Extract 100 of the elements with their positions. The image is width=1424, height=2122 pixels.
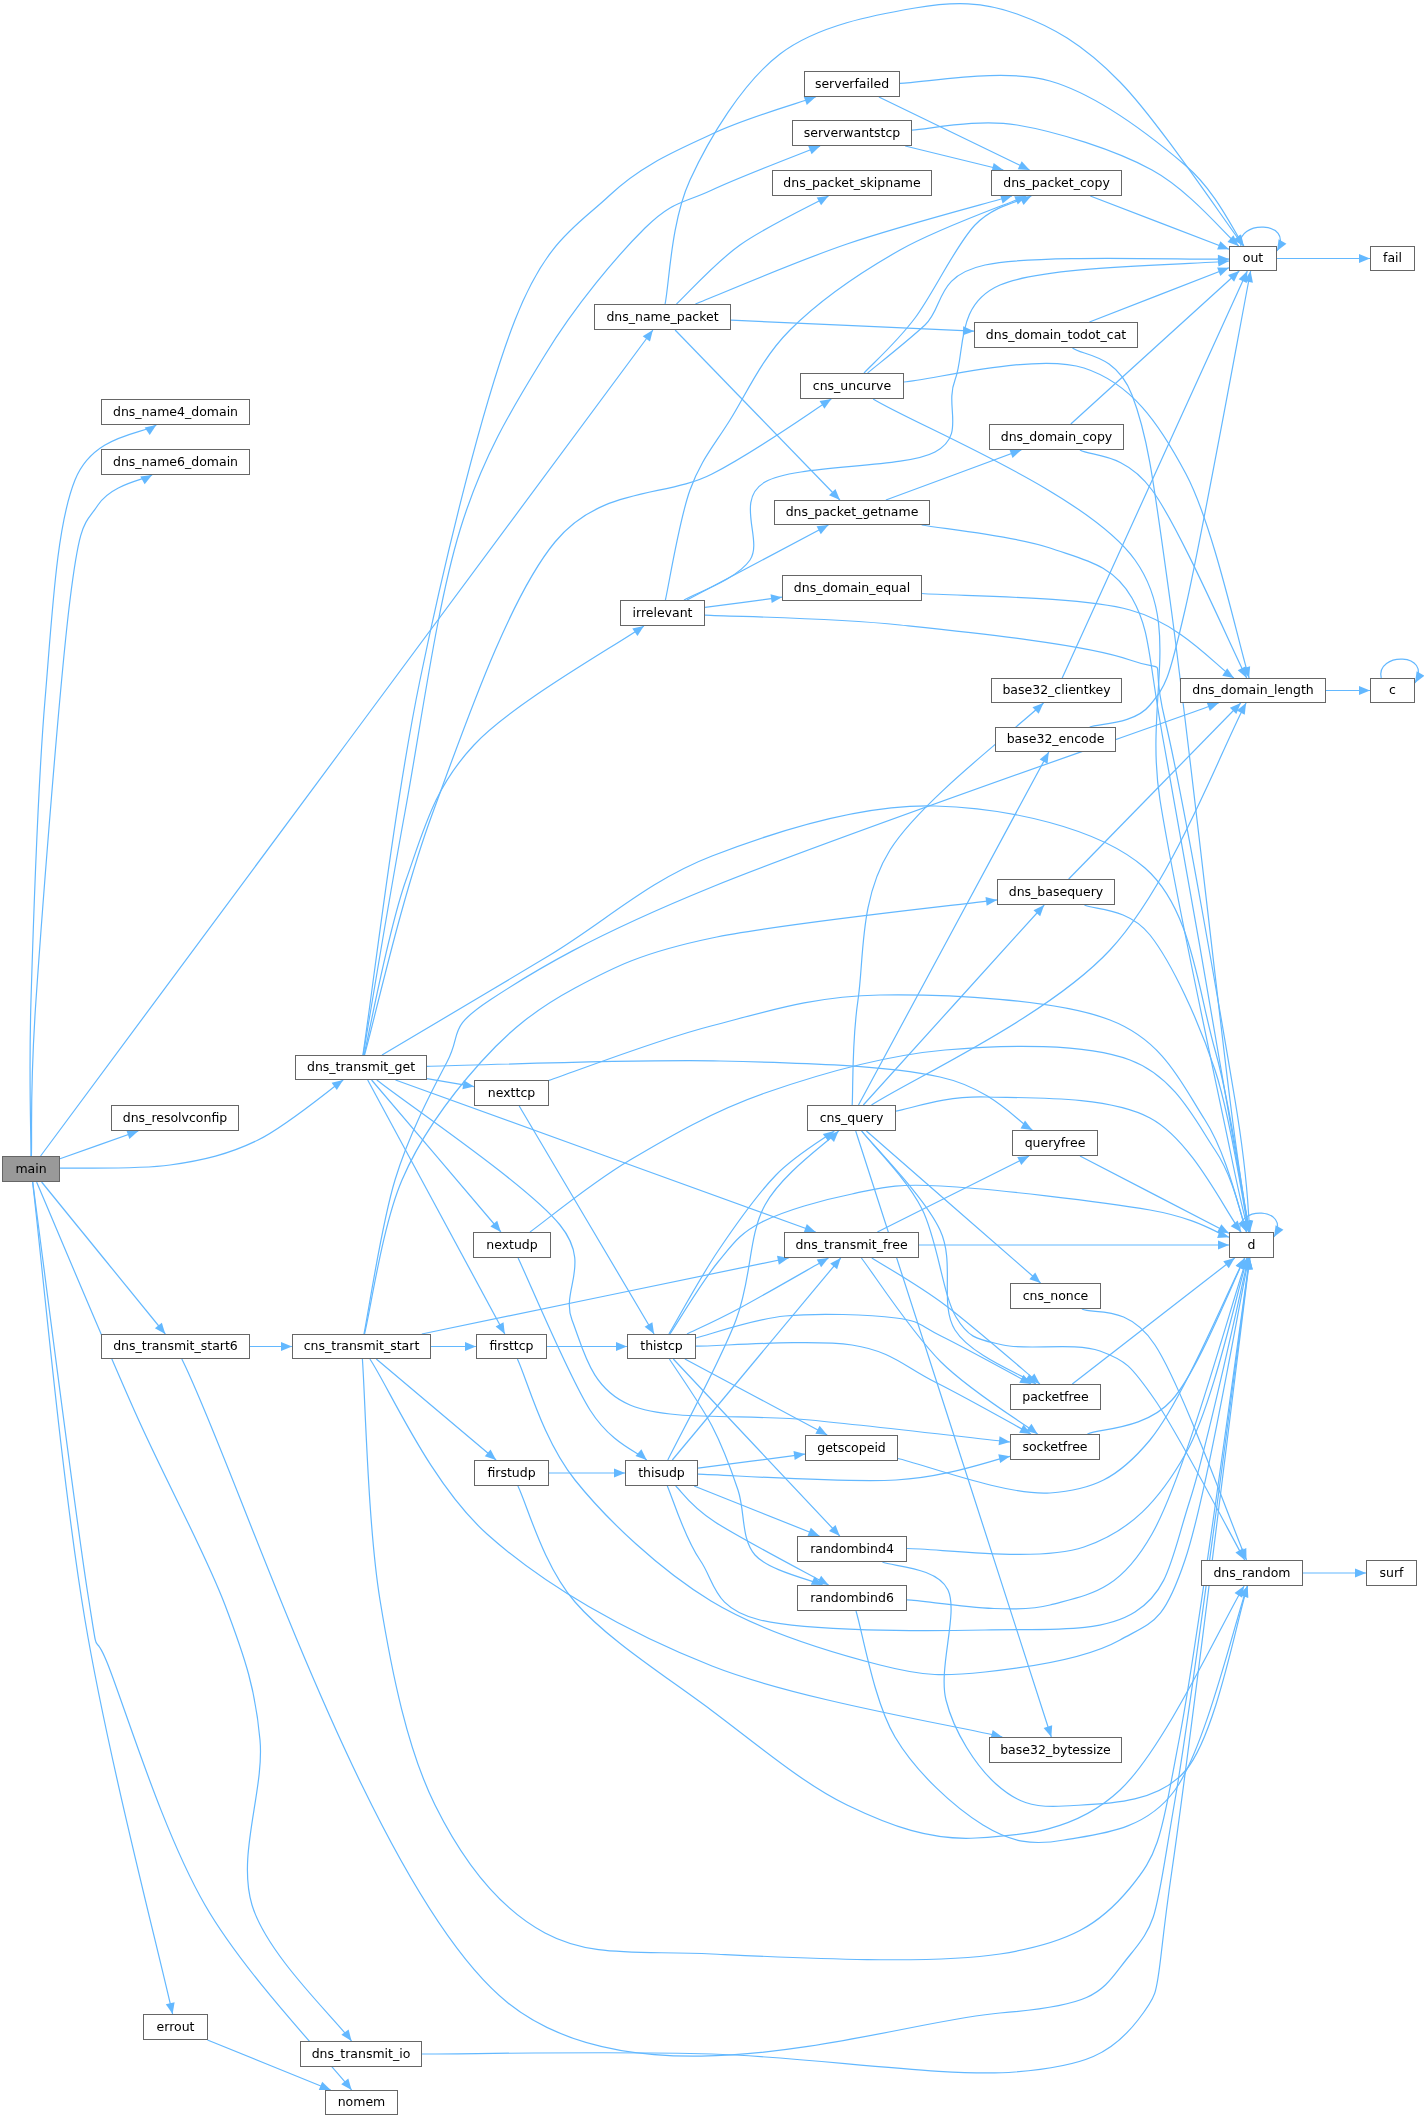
call-arrow <box>363 625 645 1056</box>
call-arrow <box>855 1130 1053 1738</box>
function-box: dns_transmit_get <box>295 1055 427 1080</box>
call-arrow <box>59 1079 344 1169</box>
function-box: nexttcp <box>474 1080 549 1106</box>
call-arrow <box>906 1257 1248 1610</box>
function-box: dns_name_packet <box>594 304 731 330</box>
call-arrow <box>249 1342 293 1351</box>
call-arrow <box>675 195 830 305</box>
call-arrow <box>666 1257 1251 1632</box>
call-arrow <box>206 2039 332 2091</box>
function-box: cns_nonce <box>1010 1283 1101 1309</box>
call-arrow <box>1079 449 1248 679</box>
call-arrow <box>1089 270 1253 728</box>
call-arrow <box>394 1079 817 1233</box>
call-arrow <box>668 1130 835 1335</box>
function-box: dns_resolvconfip <box>111 1105 239 1131</box>
call-arrow <box>363 398 832 1056</box>
call-arrow <box>1325 686 1371 695</box>
call-arrow <box>704 594 783 608</box>
call-arrow <box>667 1130 840 1461</box>
call-arrow <box>857 751 1050 1106</box>
call-arrow <box>693 1485 820 1537</box>
call-arrow <box>1068 702 1242 880</box>
function-box: dns_basequery <box>997 879 1115 905</box>
call-arrow <box>426 1078 475 1090</box>
call-arrow <box>730 319 975 336</box>
call-arrow <box>1079 1155 1230 1234</box>
call-arrow <box>862 904 1045 1106</box>
call-arrow <box>664 3 1245 305</box>
function-box: dns_name4_domain <box>101 399 250 425</box>
call-arrow <box>903 362 1251 679</box>
call-arrow <box>904 145 1004 172</box>
function-box: base32_clientkey <box>991 678 1122 703</box>
call-arrow <box>375 1358 497 1461</box>
call-arrow <box>871 1257 1041 1385</box>
call-arrow <box>867 254 1230 374</box>
function-box: queryfree <box>1012 1130 1098 1156</box>
call-arrow <box>426 1060 1033 1131</box>
call-arrow <box>895 1096 1242 1233</box>
function-box: out <box>1229 246 1277 271</box>
function-box: dns_transmit_io <box>300 2041 422 2067</box>
call-arrow <box>876 1155 1030 1233</box>
highlighted-function-box: main <box>2 1156 60 1182</box>
call-arrow <box>1089 195 1230 250</box>
function-box: nomem <box>325 2090 398 2115</box>
function-box: errout <box>143 2014 208 2040</box>
function-box: cns_transmit_start <box>292 1334 431 1359</box>
call-arrow <box>1081 1308 1248 1561</box>
call-arrow <box>1240 226 1286 252</box>
function-box: nextudp <box>473 1232 551 1258</box>
call-arrow <box>675 1485 830 1586</box>
call-arrow <box>1071 347 1253 1233</box>
function-box: dns_packet_skipname <box>772 170 932 196</box>
call-arrow <box>363 702 1220 1335</box>
function-box: dns_transmit_start6 <box>101 1334 250 1359</box>
function-box: dns_domain_todot_cat <box>974 322 1138 348</box>
call-arrow <box>899 74 1245 247</box>
call-arrow <box>870 702 1247 1106</box>
call-arrow <box>684 1358 828 1436</box>
call-arrow <box>861 1130 1246 1561</box>
function-box: firstudp <box>474 1460 549 1486</box>
call-arrow <box>697 1451 806 1469</box>
call-arrow <box>671 1257 842 1461</box>
function-box: d <box>1229 1232 1274 1258</box>
call-arrow <box>517 1257 648 1461</box>
call-arrow <box>863 195 1032 374</box>
call-arrow <box>529 1045 1248 1233</box>
call-arrow <box>40 329 654 1157</box>
function-box: packetfree <box>1010 1384 1101 1410</box>
call-arrow <box>430 1342 477 1351</box>
call-arrow <box>695 1313 1032 1385</box>
call-arrow <box>548 1468 626 1478</box>
function-box: cns_uncurve <box>800 373 904 399</box>
function-box: dns_packet_copy <box>991 170 1122 196</box>
call-arrow <box>669 1184 1230 1335</box>
call-arrow <box>918 1240 1230 1250</box>
call-arrow <box>686 1257 830 1335</box>
call-arrow <box>921 592 1235 679</box>
function-box: randombind4 <box>797 1536 907 1562</box>
call-arrow <box>1061 270 1248 679</box>
call-arrow <box>885 449 1022 501</box>
call-arrow <box>1071 1257 1236 1385</box>
function-box: thisudp <box>625 1460 698 1486</box>
call-arrow <box>855 1585 1249 1844</box>
function-box: serverwantstcp <box>792 120 912 146</box>
call-arrow <box>376 1079 1011 1446</box>
call-arrow <box>1302 1568 1367 1578</box>
call-arrow <box>1239 1212 1283 1238</box>
call-arrow <box>518 1105 655 1335</box>
function-box: surf <box>1366 1560 1417 1586</box>
function-box: base32_encode <box>995 727 1116 752</box>
call-arrow <box>1086 1257 1246 1435</box>
function-box: dns_domain_length <box>1180 678 1326 703</box>
function-box: getscopeid <box>805 1435 898 1461</box>
call-arrow <box>367 1079 506 1335</box>
call-arrow <box>695 1342 1032 1435</box>
call-arrow <box>861 1130 1037 1385</box>
function-box: dns_name6_domain <box>101 449 250 475</box>
function-box: base32_bytessize <box>989 1737 1122 1763</box>
